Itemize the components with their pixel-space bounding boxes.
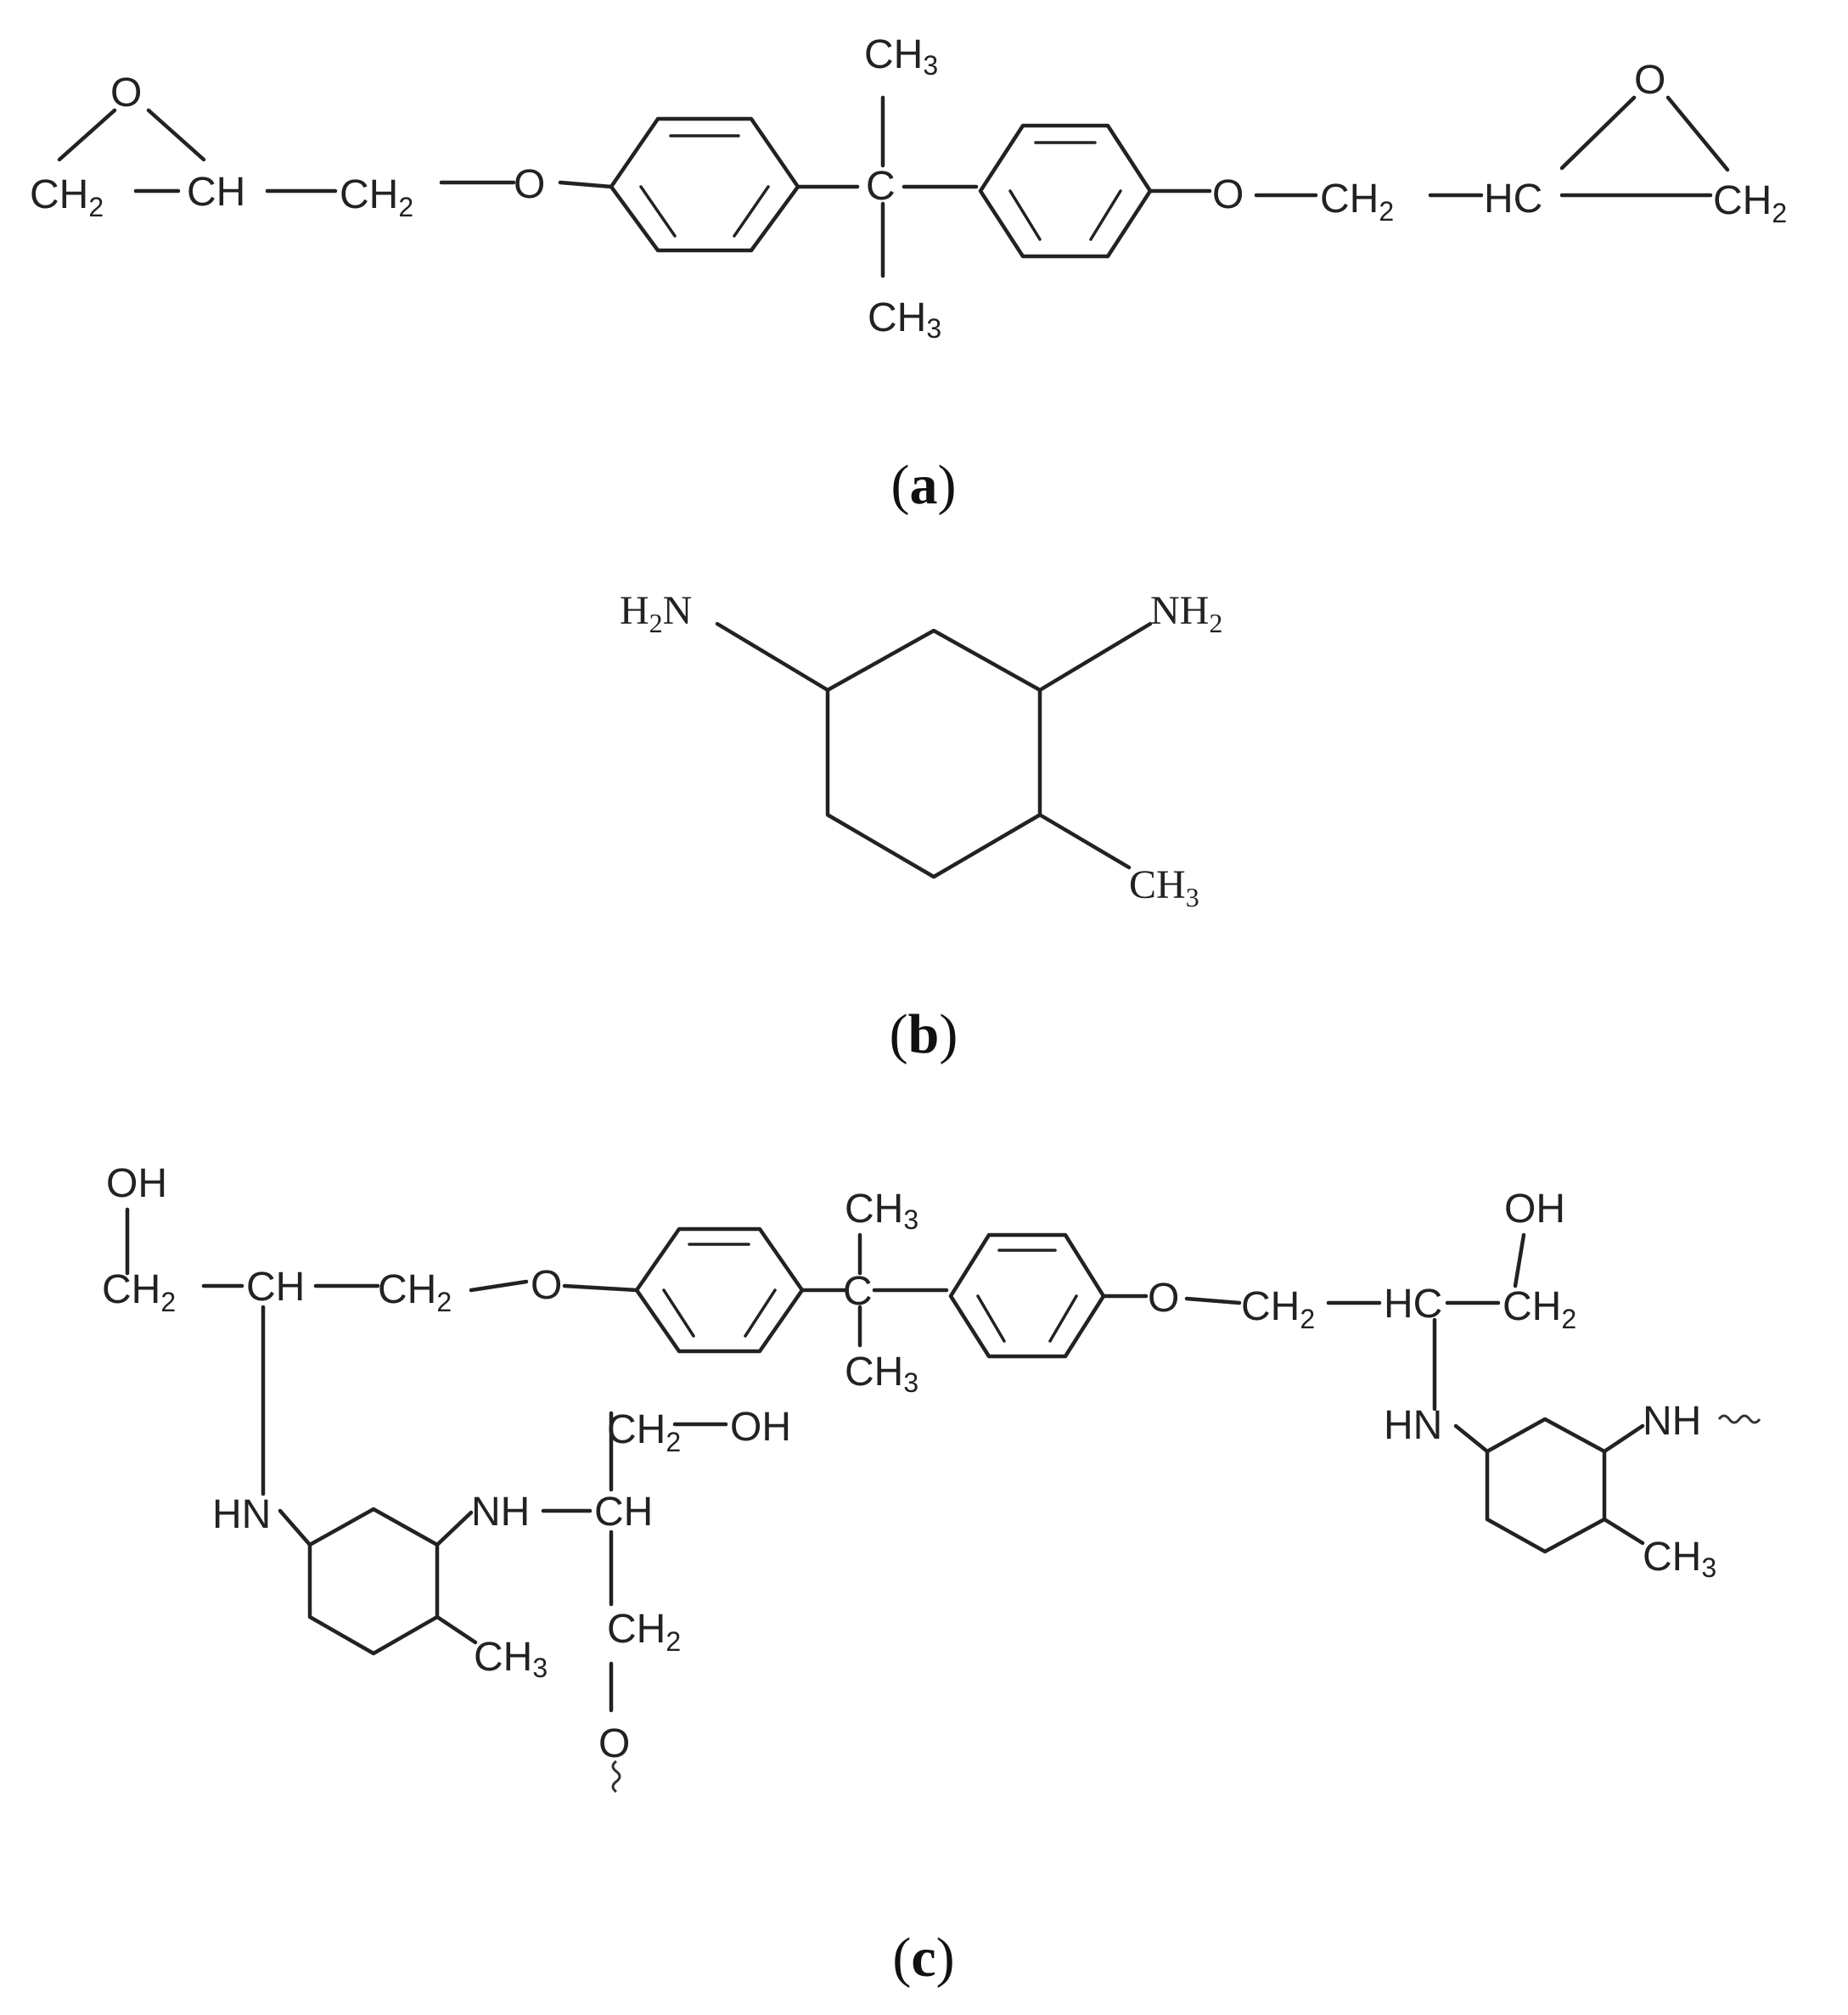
atom-ch: CH <box>187 170 245 215</box>
bond <box>1008 189 1042 241</box>
atom-ch2: CH2 <box>1713 178 1787 228</box>
atom-oxygen: O <box>110 70 142 115</box>
atom-ch3: CH3 <box>845 1350 918 1398</box>
cyclohexane-ring <box>1485 1417 1607 1554</box>
atom-oh: OH <box>106 1161 167 1206</box>
bond <box>1513 1232 1526 1288</box>
bond <box>1089 189 1122 241</box>
atom-oxygen: O <box>1212 172 1244 217</box>
atom-oh: OH <box>1504 1187 1565 1232</box>
bond <box>435 1614 478 1645</box>
bond <box>1048 1294 1078 1343</box>
bond <box>57 108 117 162</box>
bond <box>715 621 830 693</box>
atom-oh: OH <box>730 1405 791 1450</box>
benzene-ring <box>634 1226 805 1354</box>
atom-quaternary-carbon: C <box>866 164 896 209</box>
atom-ch: CH <box>246 1265 305 1310</box>
atom-nh: NH <box>1643 1399 1701 1444</box>
atom-ch2: CH2 <box>378 1267 452 1317</box>
panel-label-b: (b) <box>890 1003 958 1065</box>
atom-ch2: CH2 <box>607 1607 681 1657</box>
atom-ch3: CH3 <box>845 1187 918 1235</box>
atom-nh2: NH2 <box>1150 588 1222 638</box>
bond <box>1559 95 1637 171</box>
bond <box>558 180 614 189</box>
panel-label-c: (c) <box>892 1927 954 1989</box>
bond <box>146 108 206 162</box>
atom-oxygen: O <box>531 1263 562 1308</box>
benzene-ring <box>948 1232 1106 1359</box>
bond <box>1665 95 1730 172</box>
bond <box>639 185 677 238</box>
atom-ch3: CH3 <box>474 1635 548 1683</box>
panel-label-a: (a) <box>891 454 957 516</box>
benzene-ring <box>978 123 1153 259</box>
wavy-bond <box>1717 1414 1761 1424</box>
atom-hc: HC <box>1384 1282 1442 1327</box>
bond <box>469 1279 529 1293</box>
atom-quaternary-carbon: C <box>843 1269 873 1314</box>
atom-ch2: CH2 <box>102 1267 176 1317</box>
atom-oxygen: O <box>598 1721 630 1766</box>
atom-oxygen: O <box>1148 1276 1179 1321</box>
atom-ch2: CH2 <box>340 172 413 222</box>
atom-h2n: H2N <box>620 588 692 638</box>
atom-ch: CH <box>594 1490 653 1535</box>
bond <box>1037 812 1132 870</box>
atom-oxygen: O <box>1634 58 1665 103</box>
structure-b-diamine: H2N NH2 CH3 <box>620 588 1222 912</box>
atom-ch3: CH3 <box>864 32 938 81</box>
atom-nh: NH <box>471 1490 530 1535</box>
structure-c-cured-network: OH CH2 CH CH2 O CH3 C CH3 O CH2 HC OH CH… <box>102 1161 1761 1793</box>
bond <box>278 1508 312 1547</box>
bond <box>1602 1517 1645 1546</box>
bond <box>976 1294 1006 1343</box>
atom-oxygen: O <box>514 162 545 207</box>
atom-ch2: CH2 <box>1320 177 1394 227</box>
atom-ch3: CH3 <box>1643 1535 1716 1583</box>
atom-hc: HC <box>1484 177 1542 222</box>
atom-ch2: CH2 <box>607 1407 681 1457</box>
benzene-ring <box>609 116 800 253</box>
cyclohexane-ring <box>825 628 1042 879</box>
cyclohexane-ring <box>307 1507 440 1656</box>
bond <box>1037 621 1153 693</box>
atom-hn: HN <box>212 1492 271 1537</box>
wavy-bond <box>611 1760 621 1793</box>
bond <box>733 185 770 238</box>
bond <box>1184 1296 1242 1305</box>
bond <box>435 1510 474 1547</box>
atom-ch3: CH3 <box>1129 862 1199 912</box>
atom-ch2: CH2 <box>1241 1284 1315 1334</box>
bond <box>662 1288 695 1338</box>
bond <box>744 1288 777 1338</box>
atom-ch3: CH3 <box>868 295 941 344</box>
bond <box>562 1283 639 1293</box>
bond <box>1602 1423 1645 1454</box>
bond <box>1453 1423 1490 1454</box>
atom-hn: HN <box>1384 1403 1442 1448</box>
atom-ch2: CH2 <box>1503 1284 1576 1334</box>
structure-a-dgeba: O CH2 CH CH2 O CH3 C CH3 O CH2 HC O CH2 <box>30 32 1787 344</box>
atom-ch2: CH2 <box>30 172 104 222</box>
